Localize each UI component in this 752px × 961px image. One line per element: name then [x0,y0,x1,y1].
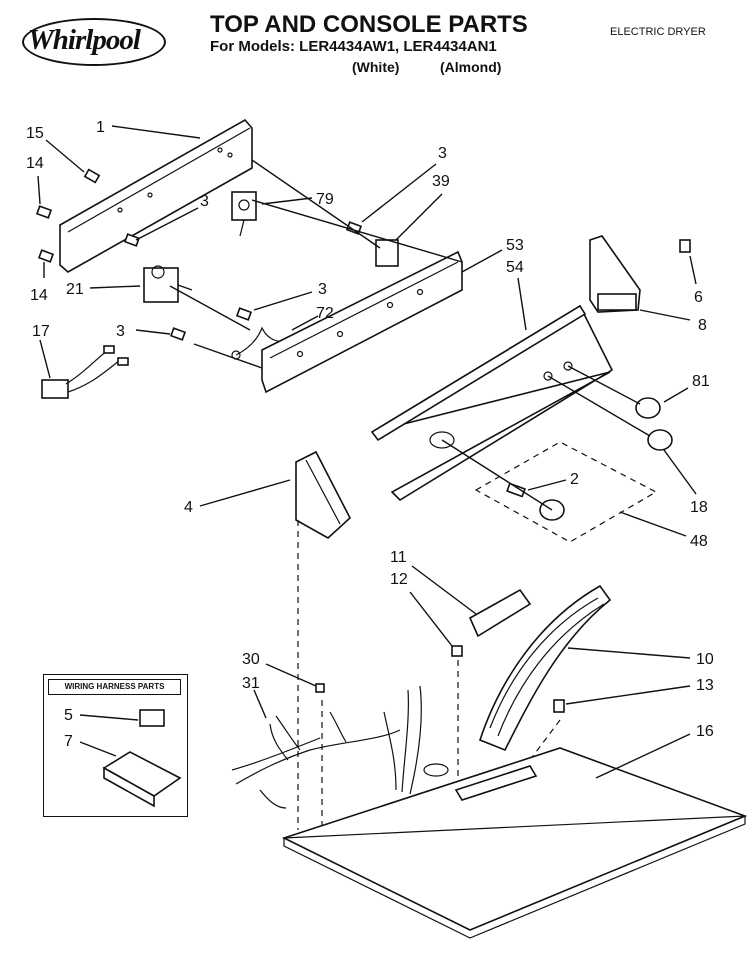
callout-31: 31 [242,675,260,692]
part-16-top-panel [281,747,748,939]
callout-14-bottom: 14 [30,287,48,304]
callout-6: 6 [694,289,703,306]
inset-parts: 5 7 [64,707,182,808]
callout-54: 54 [506,259,524,276]
part-12-screw [451,645,463,657]
part-54-console [370,304,614,502]
callout-48: 48 [690,533,708,550]
leader-lines [37,125,697,779]
callout-7: 7 [64,733,73,750]
inset-title: WIRING HARNESS PARTS [48,679,181,695]
callout-8: 8 [698,317,707,334]
callout-72: 72 [316,305,334,322]
callout-5: 5 [64,707,73,724]
callout-1: 1 [96,119,105,136]
part-11-lint-screen-cover [468,588,532,638]
callout-10: 10 [696,651,714,668]
part-18-knob [647,429,673,451]
page-title: TOP AND CONSOLE PARTS [210,11,528,38]
callout-12: 12 [390,571,408,588]
callout-16: 16 [696,723,714,740]
callout-3-c: 3 [318,281,327,298]
part-21-switch [143,265,193,303]
color-white-label: (White) [352,59,400,75]
callout-53: 53 [506,237,524,254]
part-48-outline [474,441,658,543]
product-type-label: ELECTRIC DRYER [610,26,706,38]
callout-11: 11 [390,549,407,566]
part-6-screw [679,239,691,253]
part-screws-left [35,168,141,263]
part-39-block [375,239,399,267]
part-17-harness [41,345,129,399]
callout-3-b: 3 [116,323,125,340]
callout-21: 21 [66,281,84,298]
part-1-rear-panel [59,118,253,273]
part-4-end-cap [295,450,351,539]
callout-3-a: 3 [200,193,209,210]
part-30-clip [315,683,325,693]
callout-14-top: 14 [26,155,44,172]
callout-2: 2 [570,471,579,488]
callout-79: 79 [316,191,334,208]
callout-30: 30 [242,651,260,668]
callout-3-d: 3 [438,145,447,162]
callout-17: 17 [32,323,50,340]
brand-logo-ring [22,18,166,66]
wiring-harness-inset: WIRING HARNESS PARTS [43,674,188,817]
callout-18: 18 [690,499,708,516]
color-almond-label: (Almond) [440,59,502,75]
part-2-shaft [506,482,526,498]
part-79-bracket [231,191,257,237]
callout-15: 15 [26,125,44,142]
part-13-screw [553,699,565,713]
part-5-connector [139,709,165,727]
callout-13: 13 [696,677,714,694]
callout-39: 39 [432,173,450,190]
callout-labels: 1 15 14 3 14 21 17 3 3 72 79 3 39 53 54 … [26,119,714,740]
models-line: For Models: LER4434AW1, LER4434AN1 [210,38,497,55]
part-8-end-bracket [589,235,641,313]
callout-81: 81 [692,373,710,390]
part-53-console-bracket [261,250,463,394]
part-81-knob [635,397,661,419]
part-31-wiring-harness [231,683,422,809]
part-10-lint-screen [479,584,612,752]
callout-4: 4 [184,499,193,516]
brand-logo: Whirlpool [28,24,141,56]
